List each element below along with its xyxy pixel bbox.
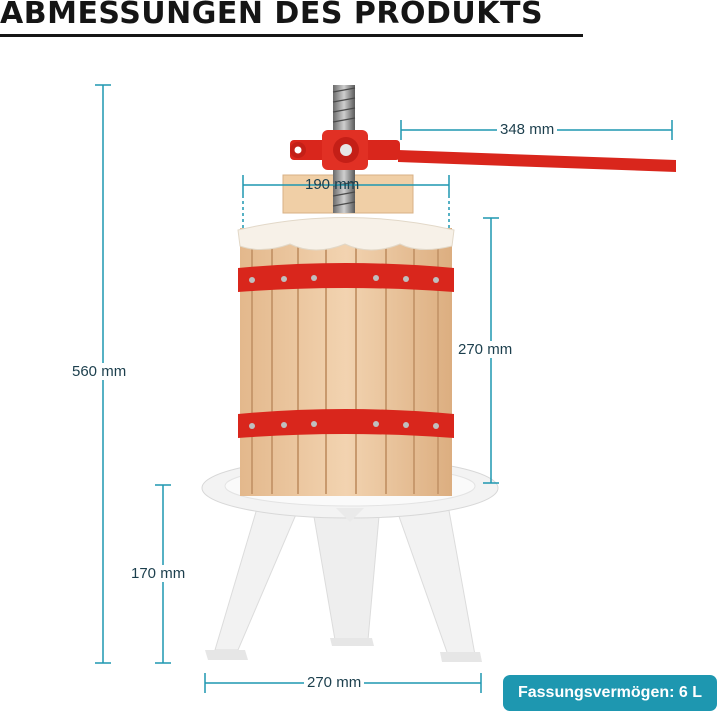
total-height-label: 560 mm [69, 363, 130, 380]
barrel-height-label: 270 mm [455, 341, 516, 358]
page-title: ABMESSUNGEN DES PRODUKTS [0, 0, 544, 31]
title-underline [0, 34, 583, 37]
ratchet-handle [290, 130, 676, 172]
capacity-badge: Fassungsvermögen: 6 L [503, 675, 717, 711]
stand-legs [205, 504, 482, 662]
red-bands [238, 263, 454, 438]
stand-height-label: 170 mm [128, 565, 189, 582]
press-cloth [237, 217, 455, 251]
top-width-label: 190 mm [305, 176, 360, 193]
handle-length-label: 348 mm [497, 121, 558, 138]
base-width-label: 270 mm [304, 674, 365, 691]
